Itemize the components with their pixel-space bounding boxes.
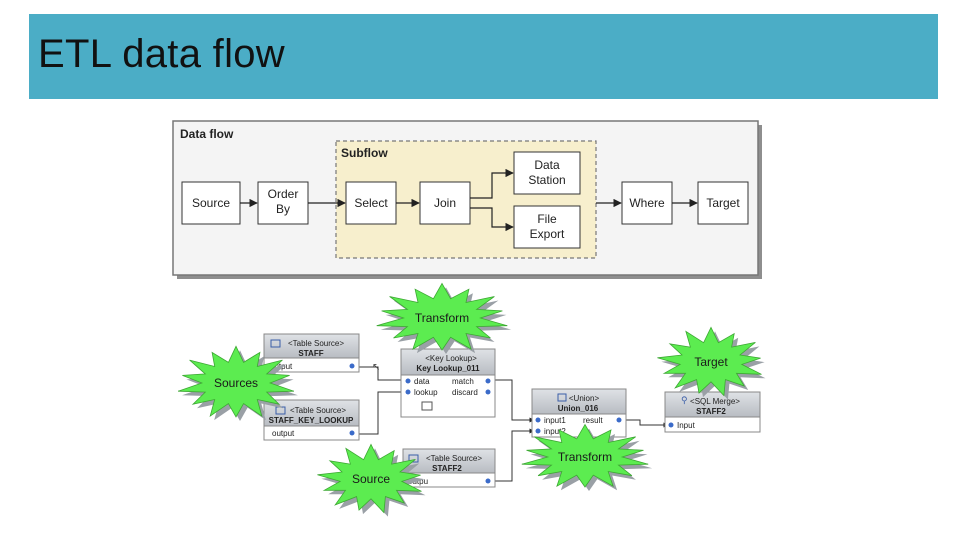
- node-source[interactable]: Source: [181, 181, 241, 225]
- port-dot[interactable]: [485, 389, 491, 395]
- burst-label: Sources: [214, 376, 258, 390]
- port-dot[interactable]: [616, 417, 622, 423]
- port-label: Input: [677, 421, 696, 430]
- settings-icon: [421, 401, 433, 411]
- conn-staff2-union: [490, 428, 535, 482]
- port-dot[interactable]: [349, 430, 355, 436]
- port-dot[interactable]: [535, 417, 541, 423]
- component-type: <Key Lookup>: [425, 354, 477, 363]
- node-data-station[interactable]: Data Station: [513, 151, 581, 195]
- burst-label: Source: [352, 472, 390, 486]
- table-icon: [270, 339, 281, 348]
- component-type: <Union>: [569, 394, 600, 403]
- component-name: STAFF2: [432, 464, 462, 473]
- component-key-lookup[interactable]: <Key Lookup> Key Lookup_011 data lookup …: [400, 348, 496, 418]
- port-dot[interactable]: [668, 422, 674, 428]
- burst-label: Target: [694, 355, 728, 369]
- node-data-station-label-2: Station: [528, 173, 565, 187]
- node-file-export[interactable]: File Export: [513, 205, 581, 249]
- port-label: data: [414, 377, 430, 386]
- burst-shape: [657, 326, 762, 397]
- burst-label: Transform: [415, 311, 469, 325]
- burst-shape: [177, 345, 295, 418]
- dataflow-panel: Data flow Subflow Source Order By Select…: [172, 120, 762, 279]
- port-dot[interactable]: [485, 478, 491, 484]
- title-banner: ETL data flow: [29, 14, 938, 99]
- port-label: outpu: [408, 477, 428, 486]
- port-dot[interactable]: [349, 363, 355, 369]
- node-file-export-label-2: Export: [530, 227, 565, 241]
- node-target[interactable]: Target: [697, 181, 749, 225]
- burst-source: Source: [317, 443, 426, 517]
- node-source-label: Source: [192, 196, 230, 210]
- node-join-label: Join: [434, 196, 456, 210]
- page-title: ETL data flow: [38, 32, 285, 76]
- dataflow-arrows: [240, 168, 698, 232]
- burst-sources: Sources: [177, 345, 298, 421]
- port-label: input1: [544, 416, 566, 425]
- port-label: input2: [544, 427, 566, 436]
- port-dot[interactable]: [535, 428, 541, 434]
- node-order-by-label-2: By: [276, 202, 290, 216]
- node-data-station-label-1: Data: [534, 158, 560, 172]
- etl-connections: [355, 366, 669, 482]
- burst-shape: [376, 282, 508, 351]
- cursor-icon: ↖: [372, 362, 380, 373]
- component-name: STAFF: [298, 349, 323, 358]
- component-name: Key Lookup_011: [416, 364, 480, 373]
- conn-match-union: [490, 379, 535, 423]
- arrow-join-datastation: [470, 168, 514, 199]
- arrow-join-fileexport: [470, 207, 514, 232]
- node-select-label: Select: [354, 196, 388, 210]
- component-sql-merge[interactable]: ⚲ <SQL Merge> STAFF2 Input: [664, 391, 761, 433]
- burst-shape: [317, 443, 422, 514]
- port-label: match: [452, 377, 474, 386]
- conn-union-merge: [622, 419, 669, 428]
- burst-label: Transform: [558, 450, 612, 464]
- component-name: STAFF2: [696, 407, 726, 416]
- conn-stafflookup-keylookup: [355, 389, 406, 435]
- node-select[interactable]: Select: [345, 181, 397, 225]
- burst-shape: [521, 423, 649, 488]
- node-file-export-label-1: File: [537, 212, 557, 226]
- component-staff-source[interactable]: <Table Source> STAFF output: [263, 333, 360, 373]
- component-type: <Table Source>: [290, 406, 346, 415]
- port-dot[interactable]: [485, 378, 491, 384]
- port-label: output: [272, 429, 295, 438]
- node-order-by-label-1: Order: [268, 187, 299, 201]
- node-join[interactable]: Join: [419, 181, 471, 225]
- port-dot[interactable]: [405, 389, 411, 395]
- port-dot[interactable]: [405, 378, 411, 384]
- component-type: <SQL Merge>: [690, 397, 740, 406]
- merge-icon: ⚲: [681, 395, 688, 405]
- component-type: <Table Source>: [426, 454, 482, 463]
- node-where-label: Where: [629, 196, 665, 210]
- table-icon: [408, 454, 419, 463]
- component-union[interactable]: <Union> Union_016 input1 input2 result: [531, 388, 627, 438]
- burst-transform-bottom: Transform: [521, 423, 653, 491]
- union-icon: [557, 393, 567, 402]
- component-type: <Table Source>: [288, 339, 344, 348]
- component-name: Union_016: [558, 404, 599, 413]
- node-where[interactable]: Where: [621, 181, 673, 225]
- subflow-label: Subflow: [341, 146, 388, 160]
- node-target-label: Target: [706, 196, 740, 210]
- port-label: discard: [452, 388, 478, 397]
- dataflow-title: Data flow: [180, 127, 234, 141]
- port-label: result: [583, 416, 603, 425]
- conn-staff-keylookup: [355, 366, 406, 383]
- port-label: lookup: [414, 388, 438, 397]
- burst-target: Target: [657, 326, 766, 400]
- component-name: STAFF_KEY_LOOKUP: [269, 416, 354, 425]
- node-order-by[interactable]: Order By: [257, 181, 309, 225]
- burst-transform-top: Transform: [376, 282, 512, 354]
